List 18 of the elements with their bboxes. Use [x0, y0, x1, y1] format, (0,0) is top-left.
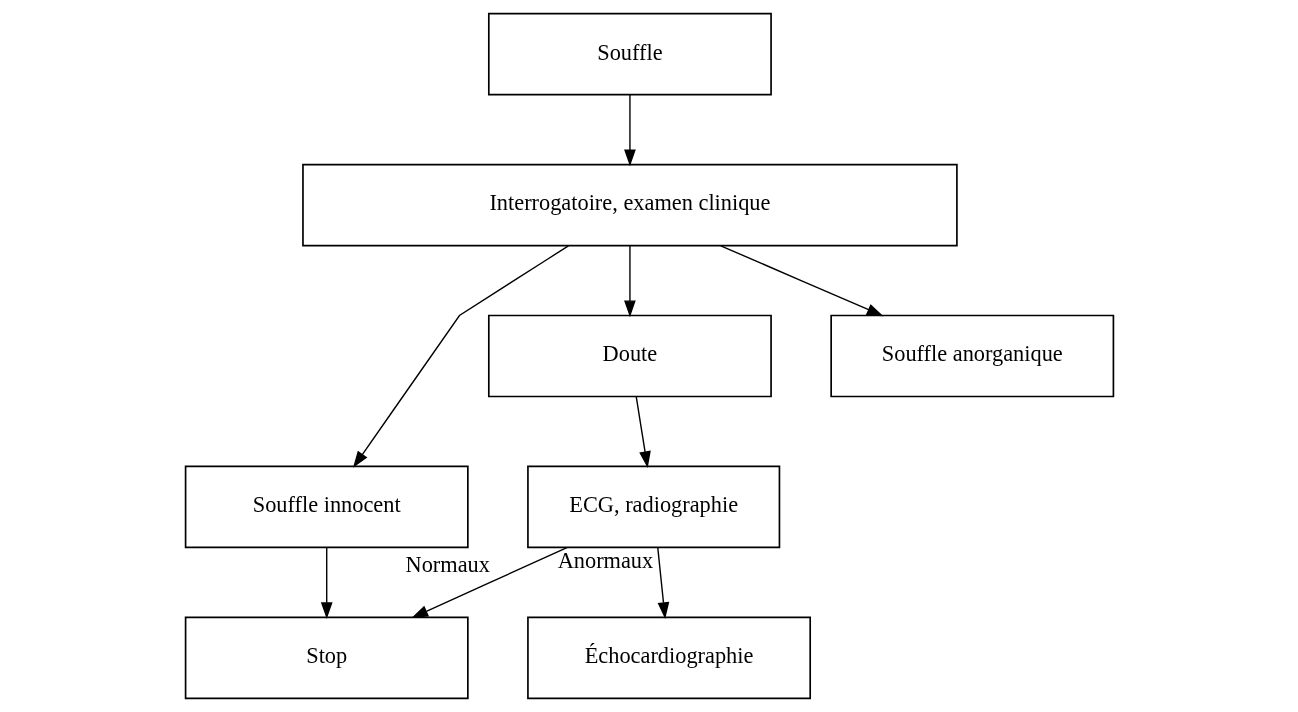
node-box: Interrogatoire, examen clinique	[301, 163, 958, 247]
node-box: Souffle	[487, 12, 772, 96]
node-box: Souffle anorganique	[829, 314, 1114, 398]
node-box: Doute	[487, 314, 772, 398]
arrow	[320, 546, 333, 620]
node-box: Échocardiographie	[526, 616, 811, 700]
node-box: Stop	[184, 616, 469, 700]
arrow	[623, 245, 636, 318]
arrow	[719, 245, 884, 317]
node-box: Souffle innocent	[184, 465, 469, 549]
arrow	[352, 245, 569, 468]
node-box: ECG, radiographie	[526, 465, 780, 549]
edge-label: Anormaux	[557, 547, 653, 573]
arrow	[623, 94, 636, 167]
arrow	[410, 546, 568, 619]
edge-label: Normaux	[405, 552, 490, 578]
arrow	[656, 546, 669, 620]
arrow	[635, 396, 651, 469]
